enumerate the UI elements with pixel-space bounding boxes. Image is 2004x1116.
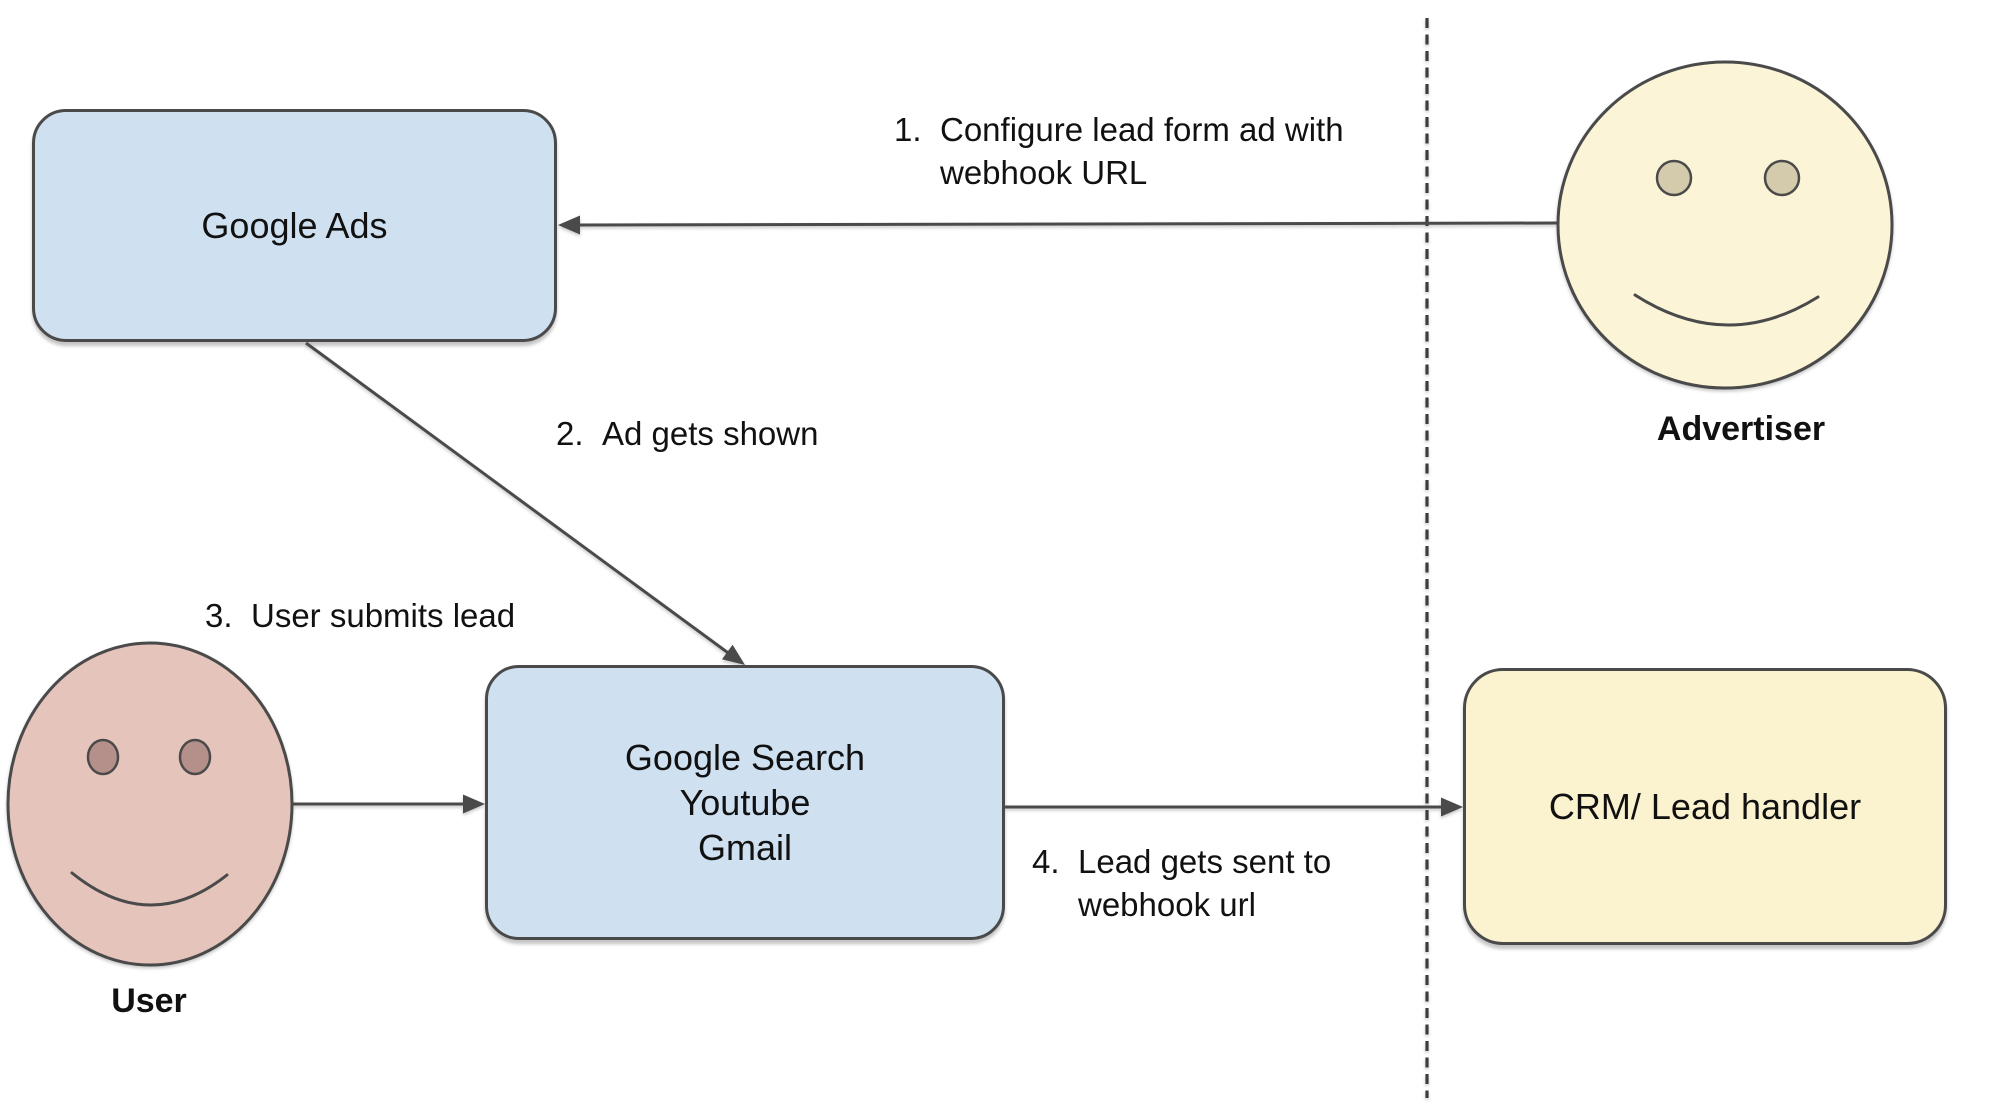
advertiser-right-eye-icon	[1763, 159, 1801, 197]
node-label-line: Google Search	[624, 737, 866, 778]
arrowhead-left-icon	[558, 215, 580, 235]
advertiser-smiley-face-icon	[1556, 60, 1894, 390]
arrow-ad-gets-shown	[305, 341, 745, 665]
arrow-user-submits-lead	[292, 794, 485, 814]
advertiser-face	[1556, 60, 1894, 390]
step-text-line: webhook url	[1078, 886, 1256, 923]
advertiser-actor-label: Advertiser	[1656, 410, 1826, 448]
arrowhead-diagonal-icon	[722, 644, 745, 665]
google-ads-node-label: Google Ads	[201, 205, 388, 246]
step-text: User submits lead	[251, 597, 516, 634]
user-smiley-face-icon	[6, 641, 294, 967]
step-number: 2.	[556, 415, 584, 452]
step-number: 4.	[1032, 843, 1060, 880]
step-number: 3.	[205, 597, 233, 634]
step-number: 1.	[894, 111, 922, 148]
arrow-lead-sent-to-webhook	[1005, 797, 1463, 817]
step-text: Ad gets shown	[602, 415, 819, 452]
arrowhead-right-icon	[1441, 797, 1463, 817]
advertiser-left-eye-icon	[1655, 159, 1693, 197]
crm-node-label: CRM/ Lead handler	[1548, 786, 1862, 827]
user-face	[6, 641, 294, 967]
annotation-step-3: 3. User submits lead	[205, 594, 515, 637]
google-properties-node-label: Google Search Youtube Gmail	[625, 735, 865, 870]
annotation-step-4: 4. Lead gets sent to webhook url	[1032, 840, 1331, 926]
arrow-configure-lead-form	[558, 215, 1559, 235]
advertiser-smile-icon	[1633, 293, 1820, 327]
step-text-line: webhook URL	[940, 154, 1148, 191]
google-properties-node: Google Search Youtube Gmail	[485, 665, 1005, 940]
user-left-eye-icon	[86, 738, 120, 776]
annotation-step-1: 1. Configure lead form ad with webhook U…	[894, 108, 1344, 194]
step-text-line: Configure lead form ad with	[940, 111, 1344, 148]
user-smile-icon	[70, 871, 229, 907]
arrowhead-right-icon	[463, 794, 485, 814]
crm-lead-handler-node: CRM/ Lead handler	[1463, 668, 1947, 945]
step-text-line: Lead gets sent to	[1078, 843, 1332, 880]
step-text: Lead gets sent to webhook url	[1078, 840, 1331, 926]
google-ads-node: Google Ads	[32, 109, 557, 342]
step-text: Configure lead form ad with webhook URL	[940, 108, 1344, 194]
user-actor-label: User	[111, 982, 187, 1020]
annotation-step-2: 2. Ad gets shown	[556, 412, 818, 455]
user-right-eye-icon	[178, 738, 212, 776]
node-label-line: Gmail	[697, 827, 792, 868]
node-label-line: Youtube	[679, 782, 811, 823]
